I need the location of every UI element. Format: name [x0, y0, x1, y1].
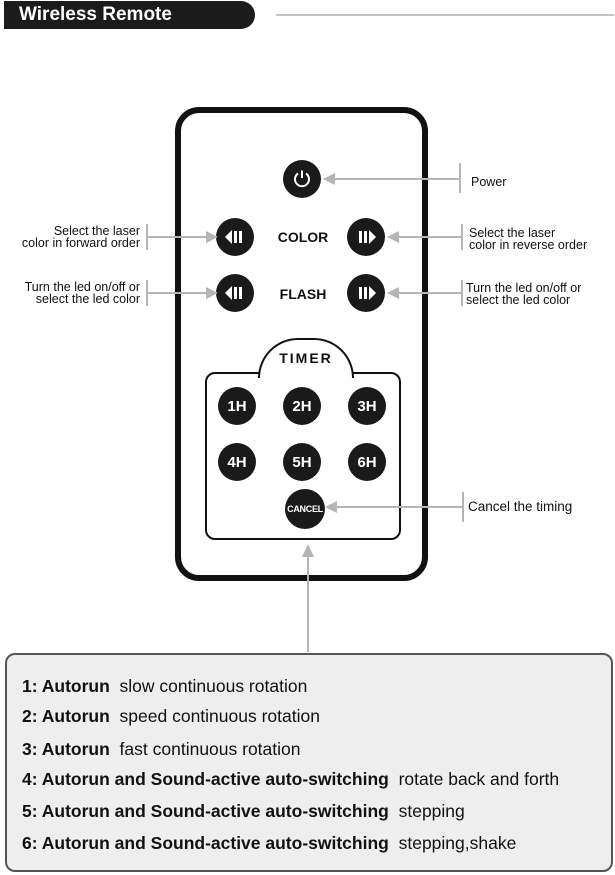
mode-desc: speed continuous rotation — [119, 706, 320, 726]
mode-row-1: 1: Autorun slow continuous rotation — [22, 676, 307, 697]
mode-key: 2: Autorun — [22, 706, 110, 726]
mode-desc: fast continuous rotation — [119, 739, 301, 759]
color-right-annotation-line2: color in reverse order — [469, 238, 588, 252]
timer-4h-button[interactable]: 4H — [218, 443, 256, 481]
color-left-annotation-line1: Select the laser — [53, 224, 140, 238]
mode-key: 3: Autorun — [22, 739, 110, 759]
forward-arrow-icon — [359, 286, 376, 300]
color-reverse-button[interactable] — [347, 218, 385, 256]
mode-key: 5: Autorun and Sound-active auto-switchi… — [22, 801, 389, 821]
mode-desc: stepping — [398, 801, 465, 821]
flash-left-annotation-line2: select the led color — [35, 292, 140, 306]
mode-row-4: 4: Autorun and Sound-active auto-switchi… — [22, 769, 559, 790]
mode-key: 4: Autorun and Sound-active auto-switchi… — [22, 769, 389, 789]
mode-desc: rotate back and forth — [398, 769, 560, 789]
title-rule — [276, 14, 614, 16]
flash-label: FLASH — [279, 286, 327, 302]
timer-1h-button[interactable]: 1H — [218, 387, 256, 425]
mode-row-6: 6: Autorun and Sound-active auto-switchi… — [22, 833, 516, 854]
power-button[interactable] — [283, 160, 321, 198]
cancel-button[interactable]: CANCEL — [285, 489, 325, 529]
back-arrow-icon — [225, 286, 242, 300]
back-arrow-icon — [225, 230, 242, 244]
timer-label: TIMER — [279, 350, 333, 366]
color-forward-button[interactable] — [216, 218, 254, 256]
power-annotation: Power — [471, 175, 507, 189]
flash-left-button[interactable] — [216, 274, 254, 312]
cancel-annotation: Cancel the timing — [468, 499, 573, 514]
color-label: COLOR — [277, 229, 329, 245]
mode-row-3: 3: Autorun fast continuous rotation — [22, 739, 301, 760]
mode-desc: stepping,shake — [398, 833, 517, 853]
mode-row-5: 5: Autorun and Sound-active auto-switchi… — [22, 801, 465, 822]
flash-right-annotation-line1: Turn the led on/off or — [466, 281, 582, 295]
mode-desc: slow continuous rotation — [119, 676, 308, 696]
mode-key: 1: Autorun — [22, 676, 110, 696]
flash-right-button[interactable] — [347, 274, 385, 312]
page-title: Wireless Remote — [4, 1, 255, 29]
color-right-annotation-line1: Select the laser — [469, 226, 556, 240]
timer-6h-button[interactable]: 6H — [348, 443, 386, 481]
timer-5h-button[interactable]: 5H — [283, 443, 321, 481]
flash-right-annotation-line2: select the led color — [466, 293, 571, 307]
mode-key: 6: Autorun and Sound-active auto-switchi… — [22, 833, 389, 853]
timer-2h-button[interactable]: 2H — [283, 387, 321, 425]
color-left-annotation-line2: color in forward order — [21, 236, 140, 250]
forward-arrow-icon — [359, 230, 376, 244]
timer-3h-button[interactable]: 3H — [348, 387, 386, 425]
flash-left-annotation-line1: Turn the led on/off or — [24, 280, 140, 294]
power-icon — [294, 170, 310, 188]
modes-panel — [5, 653, 613, 872]
mode-row-2: 2: Autorun speed continuous rotation — [22, 706, 320, 727]
